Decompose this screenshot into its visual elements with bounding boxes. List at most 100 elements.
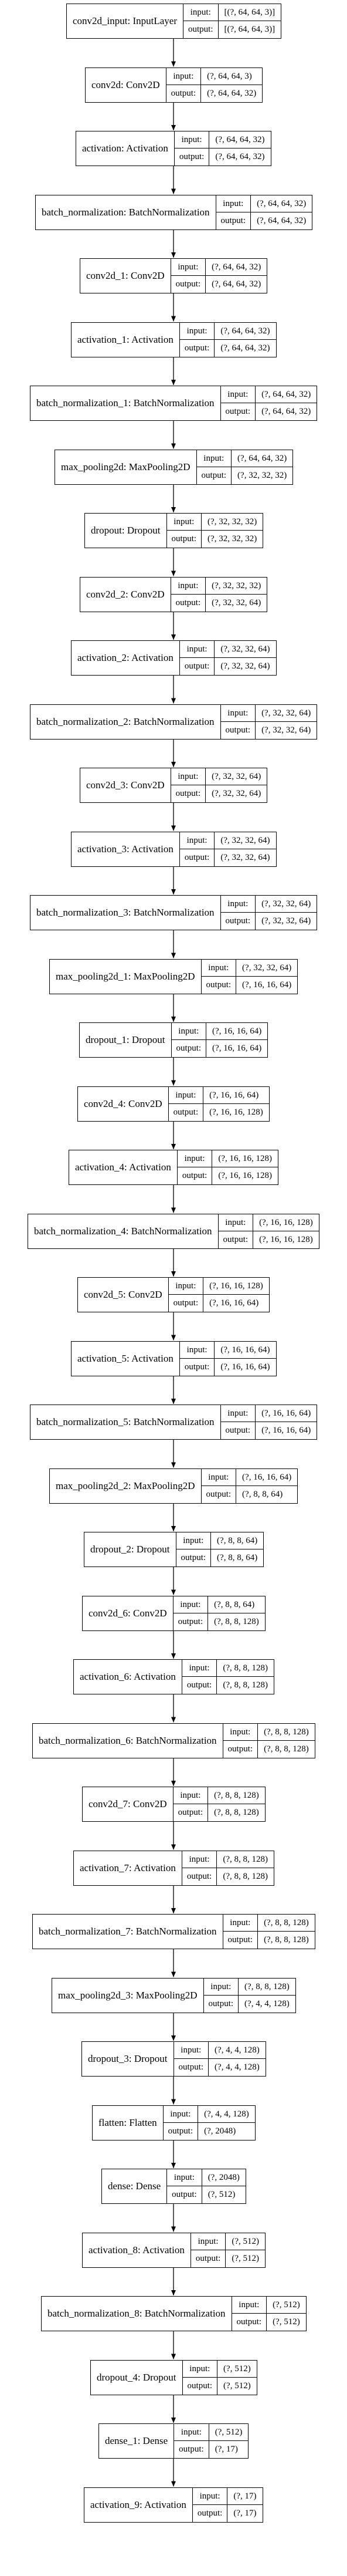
layer-shapes: input:(?, 64, 64, 32)output:(?, 64, 64, … — [220, 386, 317, 420]
input-label: input: — [171, 259, 206, 276]
layer-shapes: input:(?, 8, 8, 64)output:(?, 8, 8, 64) — [176, 1532, 264, 1566]
input-shape: (?, 512) — [226, 2233, 265, 2250]
input-label: input: — [173, 1787, 209, 1804]
layer-shapes: input:(?, 4, 4, 128)output:(?, 2048) — [163, 2106, 255, 2140]
input-label: input: — [232, 2297, 267, 2314]
output-label: output: — [221, 913, 256, 930]
input-shape: (?, 32, 32, 32) — [202, 514, 263, 531]
output-shape: (?, 16, 16, 64) — [261, 1426, 311, 1435]
input-shape: (?, 512) — [209, 2424, 249, 2441]
input-shape: (?, 2048) — [202, 2169, 246, 2186]
input-shape: (?, 16, 16, 64) — [215, 1342, 276, 1359]
input-label: input: — [171, 1023, 207, 1040]
output-label: output: — [193, 2505, 228, 2522]
output-label: output: — [180, 849, 215, 866]
layer-name: batch_normalization_5: BatchNormalizatio… — [30, 1405, 221, 1439]
input-label: input: — [192, 2488, 228, 2505]
output-label: output: — [221, 722, 256, 739]
output-label: output: — [202, 977, 237, 994]
input-label: input: — [171, 768, 206, 785]
output-shape: (?, 2048) — [204, 2126, 236, 2136]
layer-name: max_pooling2d_1: MaxPooling2D — [50, 960, 202, 994]
layer-name: activation_6: Activation — [74, 1660, 182, 1694]
layer-name: conv2d_4: Conv2D — [78, 1087, 169, 1121]
output-label: output: — [182, 1868, 217, 1885]
output-shape: [(?, 64, 64, 3)] — [224, 25, 275, 34]
output-shape: (?, 32, 32, 64) — [212, 789, 261, 798]
output-label: output: — [171, 276, 206, 293]
layer-shapes: input:(?, 8, 8, 128)output:(?, 8, 8, 128… — [182, 1851, 274, 1885]
input-label: input: — [166, 514, 202, 531]
output-shape: (?, 16, 16, 64) — [212, 1044, 262, 1053]
input-label: input: — [179, 832, 215, 849]
output-shape: (?, 64, 64, 32) — [207, 89, 257, 98]
input-label: input: — [183, 4, 219, 21]
layer-node: batch_normalization_2: BatchNormalizatio… — [30, 704, 318, 740]
input-shape: (?, 16, 16, 128) — [253, 1214, 319, 1231]
input-shape: (?, 64, 64, 32) — [251, 195, 312, 212]
input-shape: (?, 8, 8, 128) — [258, 1724, 315, 1741]
layer-name: dense: Dense — [102, 2169, 168, 2203]
layer-shapes: input:(?, 16, 16, 128)output:(?, 16, 16,… — [177, 1150, 278, 1184]
input-shape: (?, 32, 32, 64) — [206, 768, 267, 785]
layer-shapes: input:(?, 32, 32, 64)output:(?, 16, 16, … — [201, 960, 298, 994]
layer-shapes: input:(?, 512)output:(?, 512) — [190, 2233, 265, 2267]
output-shape: (?, 8, 8, 128) — [264, 1935, 309, 1944]
output-shape: (?, 512) — [232, 2254, 259, 2263]
layer-shapes: input:(?, 512)output:(?, 512) — [182, 2361, 257, 2395]
layer-shapes: input:(?, 32, 32, 32)output:(?, 32, 32, … — [166, 514, 263, 548]
layer-name: conv2d_2: Conv2D — [80, 578, 171, 612]
output-shape: (?, 64, 64, 32) — [257, 216, 307, 225]
input-shape: (?, 32, 32, 32) — [206, 578, 267, 595]
output-label: output: — [183, 21, 219, 38]
output-label: output: — [171, 785, 206, 802]
layer-shapes: input:(?, 64, 64, 32)output:(?, 64, 64, … — [179, 323, 276, 357]
layer-name: batch_normalization_1: BatchNormalizatio… — [30, 386, 221, 420]
output-label: output: — [171, 595, 206, 612]
output-shape: (?, 32, 32, 32) — [207, 534, 257, 543]
input-shape: (?, 16, 16, 64) — [236, 1469, 298, 1486]
output-label: output: — [180, 340, 215, 357]
layer-node: batch_normalization_4: BatchNormalizatio… — [28, 1214, 319, 1249]
output-label: output: — [221, 403, 256, 420]
output-label: output: — [221, 1422, 256, 1439]
layer-name: dropout: Dropout — [85, 514, 167, 548]
output-shape: (?, 8, 8, 128) — [264, 1744, 309, 1754]
layer-name: batch_normalization_4: BatchNormalizatio… — [28, 1214, 219, 1248]
layer-name: max_pooling2d_3: MaxPooling2D — [52, 1979, 204, 2013]
output-shape: (?, 16, 16, 128) — [218, 1171, 272, 1180]
layer-shapes: input:[(?, 64, 64, 3)]output:[(?, 64, 64… — [183, 4, 281, 38]
input-label: input: — [179, 641, 215, 658]
layer-shapes: input:(?, 16, 16, 64)output:(?, 8, 8, 64… — [201, 1469, 298, 1503]
input-label: input: — [168, 1087, 204, 1104]
layer-shapes: input:(?, 8, 8, 128)output:(?, 4, 4, 128… — [203, 1979, 295, 2013]
output-shape: (?, 8, 8, 128) — [223, 1680, 268, 1690]
layer-shapes: input:(?, 512)output:(?, 17) — [174, 2424, 249, 2458]
output-shape: (?, 64, 64, 32) — [220, 343, 270, 353]
layer-shapes: input:(?, 16, 16, 128)output:(?, 16, 16,… — [218, 1214, 319, 1248]
layer-shapes: input:(?, 17)output:(?, 17) — [192, 2488, 263, 2522]
layer-name: batch_normalization_2: BatchNormalizatio… — [30, 705, 221, 739]
output-label: output: — [172, 1040, 207, 1057]
input-label: input: — [174, 2424, 209, 2441]
input-shape: (?, 32, 32, 64) — [256, 896, 317, 913]
output-label: output: — [175, 148, 210, 166]
input-label: input: — [203, 1979, 239, 1996]
input-shape: (?, 32, 32, 64) — [215, 832, 276, 849]
input-shape: (?, 8, 8, 128) — [239, 1979, 295, 1996]
layer-name: conv2d_6: Conv2D — [83, 1596, 174, 1630]
output-shape: (?, 16, 16, 64) — [209, 1298, 259, 1308]
